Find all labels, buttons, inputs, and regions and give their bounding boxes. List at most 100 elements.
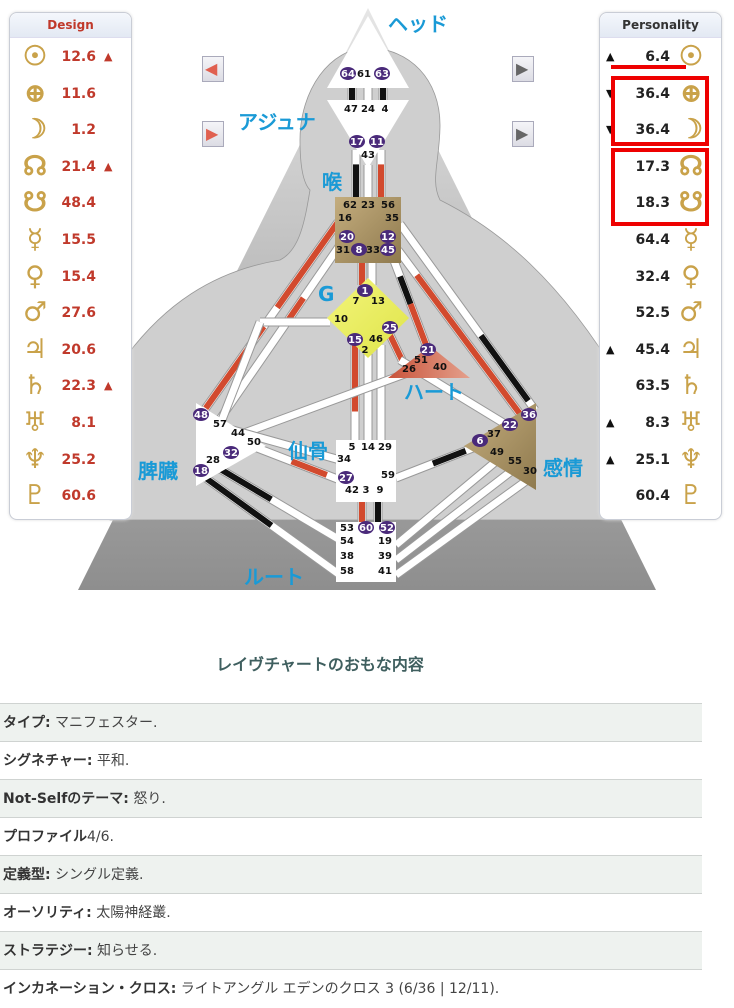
gate-line-value: 1.2	[71, 122, 96, 139]
gate-22[interactable]: 22	[502, 418, 518, 431]
gate-activation-marker	[379, 521, 395, 534]
gate-57[interactable]: 57	[213, 419, 227, 430]
venus-icon: ♀	[25, 260, 45, 292]
gate-activation-marker	[349, 135, 365, 148]
gate-49[interactable]: 49	[490, 447, 504, 458]
gate-61[interactable]: 61	[357, 69, 371, 80]
gate-number: 8	[356, 245, 363, 256]
label-spleen: 脾臓	[138, 459, 178, 483]
gate-19[interactable]: 19	[378, 536, 392, 547]
gate-53[interactable]: 53	[340, 523, 354, 534]
gate-8[interactable]: 8	[351, 243, 367, 256]
gate-10[interactable]: 10	[334, 314, 348, 325]
gate-activation-marker	[223, 446, 239, 459]
gate-50[interactable]: 50	[247, 437, 261, 448]
gate-21[interactable]: 21	[420, 343, 436, 356]
gate-23[interactable]: 23	[361, 200, 375, 211]
gate-33[interactable]: 33	[366, 245, 380, 256]
gate-43[interactable]: 43	[361, 150, 375, 161]
gate-7[interactable]: 7	[353, 296, 360, 307]
gate-56[interactable]: 56	[381, 200, 395, 211]
label-heart: ハート	[404, 380, 464, 404]
planet-row: ☋48.4	[10, 188, 131, 218]
gate-41[interactable]: 41	[378, 566, 392, 577]
gate-6[interactable]: 6	[472, 434, 488, 447]
gate-line-value: 25.1	[635, 451, 670, 468]
gate-15[interactable]: 15	[347, 333, 363, 346]
gate-28[interactable]: 28	[206, 455, 220, 466]
gate-46[interactable]: 46	[369, 334, 383, 345]
gate-58[interactable]: 58	[340, 566, 354, 577]
gate-42[interactable]: 42	[345, 485, 359, 496]
ajna-center[interactable]	[327, 100, 409, 168]
gate-52[interactable]: 52	[379, 521, 395, 534]
gate-number: 25	[383, 323, 397, 334]
gate-26[interactable]: 26	[402, 364, 416, 375]
gate-line-value: 22.3	[61, 378, 96, 395]
gate-60[interactable]: 60	[358, 521, 374, 534]
planet-row: ⊕11.6	[10, 78, 131, 109]
next-design-button[interactable]: ▶	[202, 121, 224, 147]
gate-18[interactable]: 18	[193, 464, 209, 477]
gate-20[interactable]: 20	[339, 230, 355, 243]
heart-center[interactable]	[388, 346, 470, 378]
gate-39[interactable]: 39	[378, 551, 392, 562]
gate-35[interactable]: 35	[385, 213, 399, 224]
gate-11[interactable]: 11	[369, 135, 385, 148]
gate-32[interactable]: 32	[223, 446, 239, 459]
gate-40[interactable]: 40	[433, 362, 447, 373]
gate-47[interactable]: 47	[344, 104, 358, 115]
gate-number: 43	[361, 150, 375, 161]
gate-activation-marker	[338, 471, 354, 484]
solar-plexus-center[interactable]	[464, 403, 536, 490]
gate-2[interactable]: 2	[362, 345, 369, 356]
gate-44[interactable]: 44	[231, 428, 245, 439]
prev-design-button[interactable]: ◀	[202, 56, 224, 82]
gate-number: 9	[377, 485, 384, 496]
prev-personality-button[interactable]: ▶	[512, 56, 534, 82]
gate-13[interactable]: 13	[371, 296, 385, 307]
summary-value: シングル定義.	[50, 867, 144, 883]
gate-45[interactable]: 45	[380, 243, 396, 256]
gate-24[interactable]: 24	[361, 104, 375, 115]
planet-row: ♂27.6	[10, 298, 131, 328]
gate-number: 50	[247, 437, 261, 448]
gate-64[interactable]: 64	[340, 67, 356, 80]
gate-36[interactable]: 36	[521, 408, 537, 421]
gate-29[interactable]: 29	[378, 442, 392, 453]
gate-16[interactable]: 16	[338, 213, 352, 224]
exalted-triangle-icon: ▲	[104, 379, 113, 393]
gate-14[interactable]: 14	[361, 442, 375, 453]
personality-header: Personality	[600, 13, 721, 38]
gate-54[interactable]: 54	[340, 536, 354, 547]
label-g: G	[318, 282, 335, 306]
gate-9[interactable]: 9	[377, 485, 384, 496]
gate-27[interactable]: 27	[338, 471, 354, 484]
gate-62[interactable]: 62	[343, 200, 357, 211]
gate-1[interactable]: 1	[357, 284, 373, 297]
gate-12[interactable]: 12	[380, 230, 396, 243]
gate-25[interactable]: 25	[382, 321, 398, 334]
gate-17[interactable]: 17	[349, 135, 365, 148]
gate-5[interactable]: 5	[349, 442, 356, 453]
gate-31[interactable]: 31	[336, 245, 350, 256]
gate-4[interactable]: 4	[382, 104, 389, 115]
gate-number: 28	[206, 455, 220, 466]
gate-55[interactable]: 55	[508, 456, 522, 467]
spleen-center[interactable]	[196, 403, 266, 486]
gate-48[interactable]: 48	[193, 408, 209, 421]
gate-59[interactable]: 59	[381, 470, 395, 481]
gate-line-value: 60.4	[635, 488, 670, 505]
gate-51[interactable]: 51	[414, 355, 428, 366]
gate-34[interactable]: 34	[337, 454, 351, 465]
gate-30[interactable]: 30	[523, 466, 537, 477]
gate-37[interactable]: 37	[487, 429, 501, 440]
gate-38[interactable]: 38	[340, 551, 354, 562]
next-personality-button[interactable]: ▶	[512, 121, 534, 147]
gate-activation-marker	[193, 464, 209, 477]
planet-row: ♅8.1	[10, 408, 131, 438]
moon-icon: ☽	[22, 114, 48, 146]
gate-63[interactable]: 63	[374, 67, 390, 80]
planet-row: ☊21.4▲	[10, 151, 131, 182]
gate-3[interactable]: 3	[363, 485, 370, 496]
